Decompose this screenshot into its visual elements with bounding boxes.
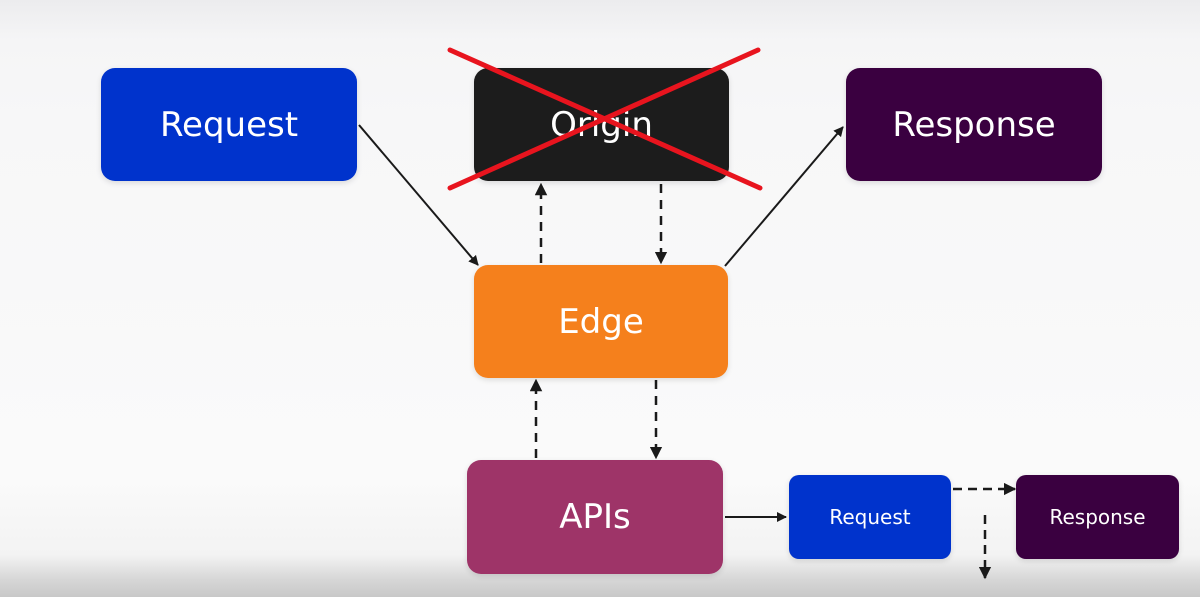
sub-request-node: Request xyxy=(789,475,951,559)
sub-response-node: Response xyxy=(1016,475,1179,559)
edge-node: Edge xyxy=(474,265,728,378)
response-node: Response xyxy=(846,68,1102,181)
arrow-edge-to-response xyxy=(724,126,844,267)
apis-node: APIs xyxy=(467,460,723,574)
response-label: Response xyxy=(892,104,1056,145)
sub-request-label: Request xyxy=(829,505,911,529)
sub-response-label: Response xyxy=(1049,505,1146,529)
origin-node: Origin xyxy=(474,68,729,181)
request-node: Request xyxy=(101,68,357,181)
request-label: Request xyxy=(159,104,299,145)
apis-label: APIs xyxy=(559,497,631,537)
arrow-request-to-edge xyxy=(358,124,479,266)
edge-label: Edge xyxy=(558,301,644,342)
cross-line-2 xyxy=(447,47,761,191)
